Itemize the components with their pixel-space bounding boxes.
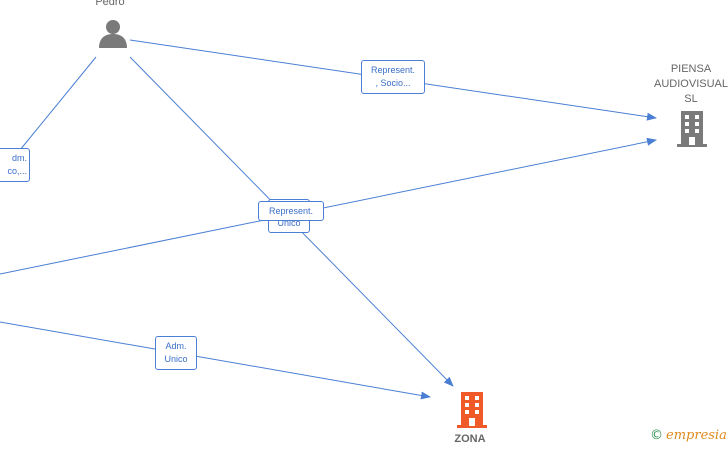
- person-icon[interactable]: [98, 19, 128, 49]
- edge-left-zona: [0, 321, 431, 400]
- edges: [0, 39, 657, 400]
- node-label-pedro: Pedro: [95, 0, 125, 8]
- brand-footer: ©empresia: [650, 428, 727, 443]
- edge-left-piensa: [0, 137, 657, 275]
- edge-pedro-left: [19, 56, 97, 151]
- building-icon[interactable]: [457, 392, 487, 428]
- edge-label-left-partial[interactable]: dm. co,...: [0, 148, 30, 182]
- building-icon[interactable]: [677, 111, 707, 147]
- edge-label-pedro-piensa[interactable]: Represent. , Socio...: [361, 60, 425, 94]
- copyright-icon: ©: [650, 428, 663, 443]
- edge-label-pedro-zona-upper[interactable]: Represent.: [258, 201, 324, 221]
- edge-label-left-zona[interactable]: Adm. Unico: [155, 336, 197, 370]
- brand-initial: e: [666, 428, 674, 443]
- node-label-piensa: PIENSA AUDIOVISUAL SL: [654, 63, 728, 105]
- brand-name: mpresia: [673, 428, 727, 443]
- node-label-zona: ZONA: [454, 433, 486, 445]
